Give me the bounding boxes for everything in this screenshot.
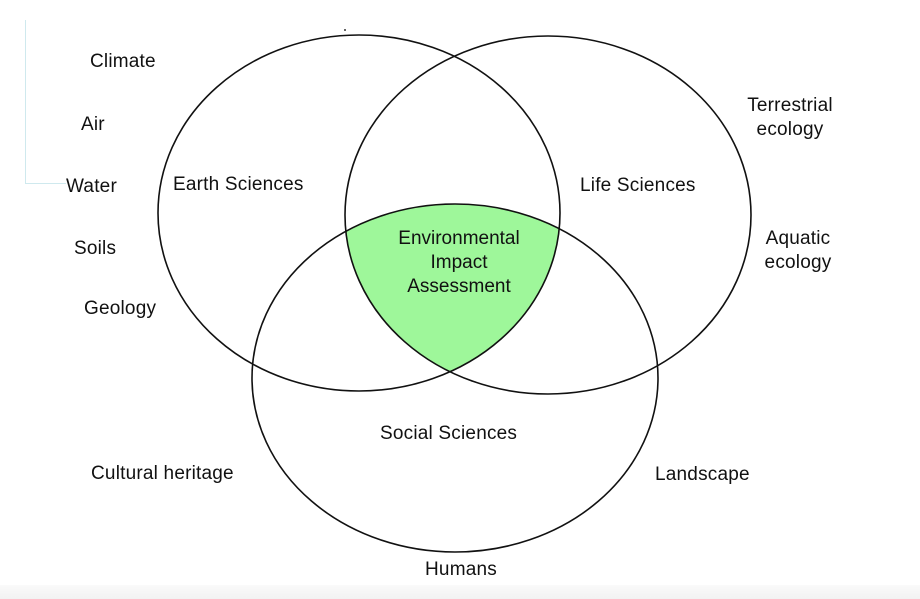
aquatic-label-line2: ecology [764, 252, 832, 273]
terrestrial-label-line2: ecology [756, 119, 824, 140]
earth-sciences-label: Earth Sciences [173, 174, 304, 195]
aquatic-label-line1: Aquatic [765, 228, 831, 249]
climate-label: Climate [90, 51, 156, 72]
water-label: Water [66, 176, 117, 197]
social-sciences-circle [251, 203, 659, 553]
landscape-label: Landscape [655, 464, 750, 485]
bottom-edge-strip [0, 585, 920, 599]
cultural-heritage-label: Cultural heritage [91, 463, 234, 484]
humans-label: Humans [425, 559, 497, 580]
stray-dot [344, 29, 346, 31]
decorative-bracket-line [25, 20, 66, 184]
eia-label-line3: Assessment [407, 276, 511, 297]
life-sciences-circle [344, 35, 752, 395]
eia-label-line1: Environmental [398, 228, 520, 249]
geology-label: Geology [84, 298, 157, 319]
eia-label-line2: Impact [430, 252, 488, 273]
aquatic-ecology-label: Aquatic ecology [738, 227, 858, 275]
social-sciences-label: Social Sciences [380, 423, 518, 444]
soils-label: Soils [74, 238, 117, 259]
terrestrial-label-line1: Terrestrial [747, 95, 833, 116]
earth-sciences-circle [157, 34, 561, 392]
eia-label: Environmental Impact Assessment [359, 227, 559, 299]
life-sciences-label: Life Sciences [580, 175, 696, 196]
terrestrial-ecology-label: Terrestrial ecology [730, 94, 850, 142]
air-label: Air [81, 114, 105, 135]
